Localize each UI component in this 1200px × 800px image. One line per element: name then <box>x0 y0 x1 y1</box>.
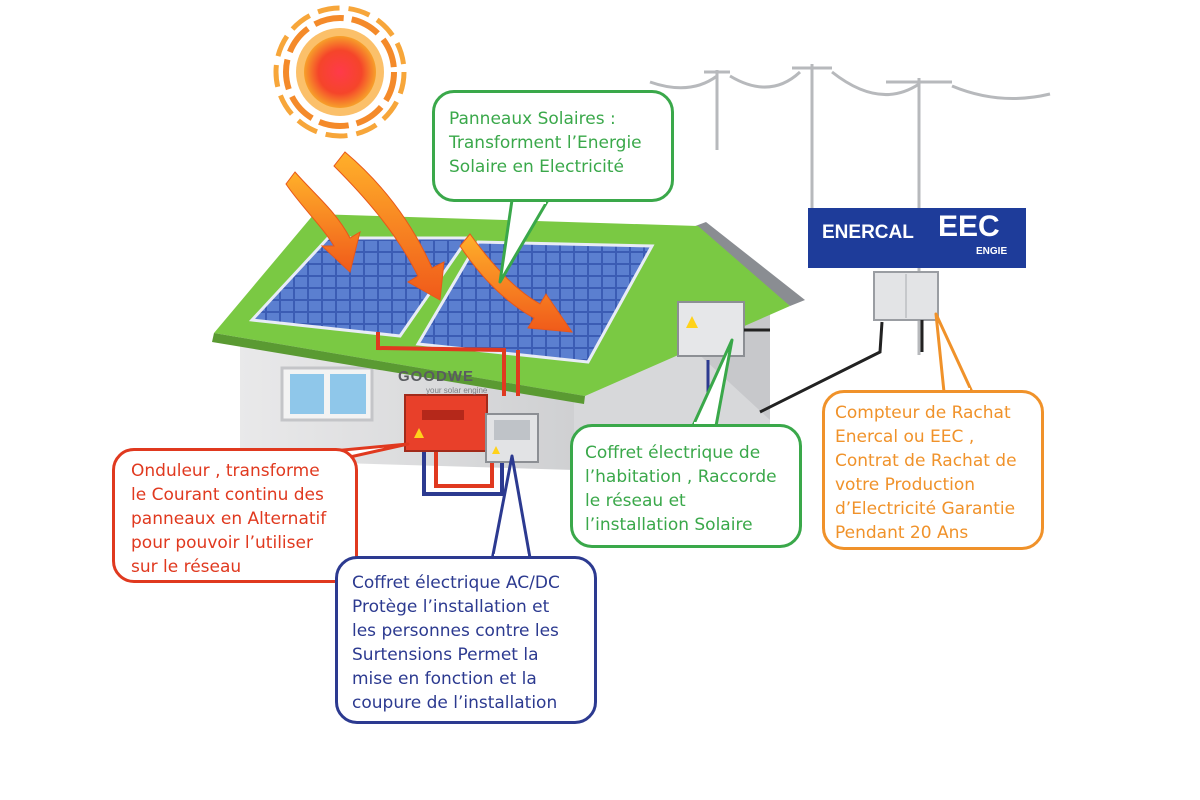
home-electrical-box <box>677 301 745 357</box>
callout-line: pour pouvoir l’utiliser <box>131 533 313 553</box>
callout-home-electrical-box: Coffret électrique de l’habitation , Rac… <box>570 424 802 548</box>
callout-line: Coffret électrique de <box>585 443 761 463</box>
eec-logo-text: EEC <box>938 210 1000 243</box>
callout-line: le Courant continu des <box>131 485 324 505</box>
engie-logo-text: ENGIE <box>976 246 1008 257</box>
callout-line: l’habitation , Raccorde <box>585 467 777 487</box>
sun-ray-arrows <box>285 151 574 333</box>
callout-line: Enercal ou EEC , <box>835 427 975 447</box>
callout-line: Transforment l’Energie <box>449 133 642 153</box>
callout-acdc-box: Coffret électrique AC/DC Protège l’insta… <box>335 556 597 724</box>
callout-line: Onduleur , transforme <box>131 461 320 481</box>
engie-logo: ENGIE <box>976 246 1007 257</box>
utility-meter-box <box>873 271 939 321</box>
goodwe-logo-text: GOODWE <box>398 368 474 385</box>
callout-solar-panels: Panneaux Solaires : Transforment l’Energ… <box>432 90 674 202</box>
callout-line: votre Production <box>835 475 976 495</box>
goodwe-tagline: your solar engine <box>426 386 487 395</box>
eec-logo: EEC <box>938 210 1000 244</box>
utility-banner <box>808 208 1026 268</box>
enercal-logo: ENERCAL <box>822 222 914 244</box>
callout-line: mise en fonction et la <box>352 669 537 689</box>
callout-line: Solaire en Electricité <box>449 157 625 177</box>
grid-cable <box>744 320 924 414</box>
callout-line: Coffret électrique AC/DC <box>352 573 560 593</box>
callout-line: d’Electricité Garantie <box>835 499 1016 519</box>
callout-line: les personnes contre les <box>352 621 559 641</box>
callout-line: Contrat de Rachat de <box>835 451 1017 471</box>
callout-line: sur le réseau <box>131 557 242 577</box>
callout-line: coupure de l’installation <box>352 693 558 713</box>
callout-line: Protège l’installation et <box>352 597 550 617</box>
callout-line: le réseau et <box>585 491 686 511</box>
callout-line: Surtensions Permet la <box>352 645 539 665</box>
enercal-logo-text: ENERCAL <box>822 222 914 243</box>
callout-inverter: Onduleur , transforme le Courant continu… <box>112 448 358 583</box>
callout-line: Compteur de Rachat <box>835 403 1011 423</box>
callout-line: panneaux en Alternatif <box>131 509 327 529</box>
goodwe-logo: GOODWE <box>398 368 474 385</box>
callout-utility-meter: Compteur de Rachat Enercal ou EEC , Cont… <box>822 390 1044 550</box>
inverter-box <box>404 394 488 452</box>
callout-line: l’installation Solaire <box>585 515 753 535</box>
wiring <box>376 332 710 496</box>
callout-line: Panneaux Solaires : <box>449 109 616 129</box>
acdc-box <box>485 413 539 463</box>
sun-icon <box>273 5 407 139</box>
callout-line: Pendant 20 Ans <box>835 523 969 543</box>
goodwe-tagline-text: your solar engine <box>426 386 488 395</box>
